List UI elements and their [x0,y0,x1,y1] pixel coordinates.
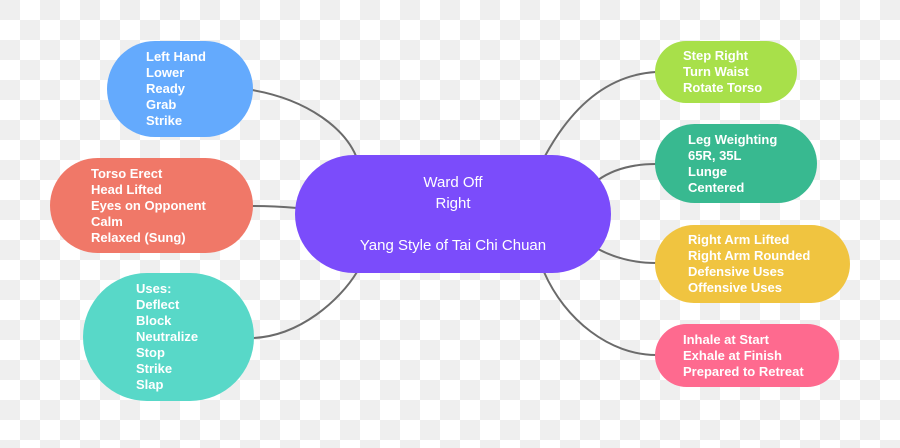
topic-node-step[interactable]: Step Right Turn Waist Rotate Torso [655,41,797,103]
node-line: Rotate Torso [683,80,763,95]
connector-step [544,71,657,157]
connector-uses [252,271,358,339]
connector-leg-weighting [597,163,657,181]
connector-left-hand [251,89,357,157]
node-line: Grab [146,97,177,112]
node-line: Lunge [688,163,727,179]
node-line: Uses: [136,281,172,296]
central-title-line-1: Ward Off [423,174,483,191]
node-line: Head Lifted [91,181,162,197]
central-topic-node[interactable]: Ward Off Right Yang Style of Tai Chi Chu… [295,155,611,273]
topic-node-right-arm[interactable]: Right Arm Lifted Right Arm Rounded Defen… [655,225,850,303]
node-line: Prepared to Retreat [683,363,804,379]
node-line: Inhale at Start [683,331,769,347]
connector-torso [251,205,298,209]
node-line: Right Arm Lifted [688,232,790,247]
node-line: Leg Weighting [688,131,778,147]
node-line: Strike [146,113,183,128]
node-line: Torso Erect [91,165,163,181]
node-line: Ready [146,81,186,96]
node-line: Lower [146,65,185,80]
node-line: Exhale at Finish [683,347,782,363]
central-subtitle: Yang Style of Tai Chi Chuan [359,237,547,254]
connector-right-arm [597,248,657,264]
node-line: Relaxed (Sung) [91,229,186,245]
node-line: Right Arm Rounded [688,248,811,263]
node-line: Calm [91,213,123,229]
topic-node-torso[interactable]: Torso Erect Head Lifted Eyes on Opponent… [50,158,253,253]
node-line: Eyes on Opponent [91,197,206,213]
node-line: Deflect [136,297,180,312]
node-line: Block [136,313,172,328]
node-line: Left Hand [146,49,206,64]
node-line: Strike [136,361,173,376]
node-line: Step Right [683,48,748,63]
node-line: Slap [136,377,164,392]
central-title-line-2: Right [435,195,471,212]
node-line: Turn Waist [683,64,749,79]
topic-node-uses[interactable]: Uses: Deflect Block Neutralize Stop Stri… [83,273,254,401]
node-line: Stop [136,345,165,360]
node-line: Offensive Uses [688,280,782,295]
node-line: Centered [688,179,745,195]
topic-node-breath[interactable]: Inhale at Start Exhale at Finish Prepare… [655,324,839,387]
topic-node-leg-weighting[interactable]: Leg Weighting 65R, 35L Lunge Centered [655,124,817,203]
node-line: 65R, 35L [688,147,742,163]
topic-node-left-hand[interactable]: Left Hand Lower Ready Grab Strike [107,41,253,137]
node-line: Neutralize [136,329,199,344]
connector-breath [543,271,657,356]
node-line: Defensive Uses [688,264,785,279]
